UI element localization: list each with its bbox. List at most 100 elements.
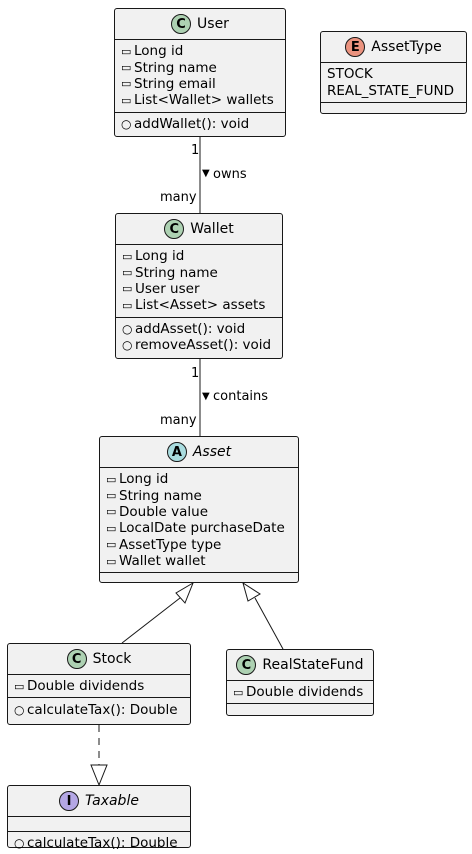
private-icon: ▭ xyxy=(106,538,117,552)
stock-attributes: ▭Double dividends xyxy=(8,675,190,699)
user-class[interactable]: C User ▭Long id ▭String name ▭String ema… xyxy=(114,8,286,137)
attribute-row: ▭Double value xyxy=(100,504,298,520)
attribute-text: List<Wallet> wallets xyxy=(134,92,274,109)
private-icon: ▭ xyxy=(122,266,133,280)
attribute-row: ▭User user xyxy=(116,281,282,297)
taxable-realization-arrowhead xyxy=(90,764,108,787)
stock-class-name: Stock xyxy=(92,651,132,667)
method-row: ○removeAsset(): void xyxy=(116,337,282,353)
public-icon: ○ xyxy=(121,116,132,131)
user-class-name: User xyxy=(197,16,229,32)
attribute-text: User user xyxy=(135,280,200,297)
asset-class-header: A Asset xyxy=(100,437,298,468)
attribute-row: ▭LocalDate purchaseDate xyxy=(100,520,298,536)
attribute-text: Double dividends xyxy=(246,684,364,701)
asset-class-name: Asset xyxy=(192,444,232,460)
attribute-row: ▭Double dividends xyxy=(227,684,373,700)
attribute-text: String name xyxy=(119,487,202,504)
attribute-row: ▭List<Asset> assets xyxy=(116,297,282,313)
attribute-row: ▭List<Wallet> wallets xyxy=(115,92,285,108)
owns-arrow-icon: ▼ xyxy=(202,168,210,179)
attribute-row: ▭String name xyxy=(116,264,282,281)
attribute-row: ▭String name xyxy=(100,487,298,504)
realstatefund-attributes: ▭Double dividends xyxy=(227,681,373,705)
taxable-interface-header: I Taxable xyxy=(8,786,190,817)
wallet-class[interactable]: C Wallet ▭Long id ▭String name ▭User use… xyxy=(115,213,283,359)
stock-class-header: C Stock xyxy=(8,644,190,675)
attribute-row: ▭Long id xyxy=(116,248,282,264)
wallet-class-header: C Wallet xyxy=(116,214,282,245)
realstatefund-empty-methods xyxy=(227,704,373,718)
attribute-text: Long id xyxy=(135,248,185,265)
class-stereotype-icon: C xyxy=(164,219,185,239)
stock-class[interactable]: C Stock ▭Double dividends ○calculateTax(… xyxy=(7,643,191,725)
public-icon: ○ xyxy=(122,321,133,336)
owns-multiplicity-one: 1 xyxy=(191,143,200,158)
assettype-enum[interactable]: E AssetType STOCK REAL_STATE_FUND xyxy=(320,31,467,114)
class-stereotype-icon: C xyxy=(236,655,257,675)
attribute-row: ▭String email xyxy=(115,76,285,92)
enum-value-row: REAL_STATE_FUND xyxy=(327,82,455,99)
contains-multiplicity-many: many xyxy=(160,413,197,428)
method-text: removeAsset(): void xyxy=(135,337,272,354)
attribute-row: ▭String name xyxy=(115,59,285,76)
realstatefund-inheritance-arrowhead xyxy=(242,581,261,602)
private-icon: ▭ xyxy=(106,521,117,535)
taxable-methods: ○calculateTax(): Double xyxy=(8,832,190,854)
abstract-stereotype-icon: A xyxy=(166,442,187,462)
asset-abstract-class[interactable]: A Asset ▭Long id ▭String name ▭Double va… xyxy=(99,436,299,583)
private-icon: ▭ xyxy=(121,93,132,107)
enum-value-row: STOCK xyxy=(327,66,373,83)
private-icon: ▭ xyxy=(233,685,244,699)
private-icon: ▭ xyxy=(14,679,25,693)
stock-inheritance-arrowhead xyxy=(175,581,195,604)
method-row: ○addWallet(): void xyxy=(115,116,285,132)
public-icon: ○ xyxy=(14,702,25,717)
assettype-values: STOCK REAL_STATE_FUND xyxy=(321,63,466,103)
attribute-text: Wallet wallet xyxy=(119,553,206,570)
asset-empty-methods xyxy=(100,573,298,587)
private-icon: ▭ xyxy=(106,554,117,568)
asset-attributes: ▭Long id ▭String name ▭Double value ▭Loc… xyxy=(100,468,298,574)
attribute-text: Long id xyxy=(134,43,184,60)
attribute-text: Long id xyxy=(119,471,169,488)
public-icon: ○ xyxy=(14,836,25,851)
private-icon: ▭ xyxy=(121,44,132,58)
contains-arrow-icon: ▼ xyxy=(202,391,210,402)
class-stereotype-icon: C xyxy=(171,14,192,34)
assettype-empty-section xyxy=(321,103,466,117)
attribute-text: String name xyxy=(134,59,217,76)
attribute-row: ▭Long id xyxy=(100,471,298,487)
attribute-row: ▭AssetType type xyxy=(100,537,298,553)
realstatefund-inheritance-line xyxy=(254,597,284,650)
private-icon: ▭ xyxy=(106,489,117,503)
private-icon: ▭ xyxy=(121,61,132,75)
attribute-text: String email xyxy=(134,75,216,92)
taxable-interface-name: Taxable xyxy=(85,793,139,809)
private-icon: ▭ xyxy=(122,298,133,312)
attribute-text: List<Asset> assets xyxy=(135,297,266,314)
taxable-interface[interactable]: I Taxable ○calculateTax(): Double xyxy=(7,785,191,851)
realstatefund-class[interactable]: C RealStateFund ▭Double dividends xyxy=(226,649,374,716)
method-text: addAsset(): void xyxy=(135,320,246,337)
interface-stereotype-icon: I xyxy=(59,791,80,811)
assettype-enum-header: E AssetType xyxy=(321,32,466,63)
attribute-text: Double value xyxy=(119,503,209,520)
method-row: ○addAsset(): void xyxy=(116,321,282,337)
method-row: ○calculateTax(): Double xyxy=(8,701,190,718)
attribute-text: Double dividends xyxy=(27,678,145,695)
stock-methods: ○calculateTax(): Double xyxy=(8,698,190,720)
wallet-class-name: Wallet xyxy=(190,221,234,237)
enum-stereotype-icon: E xyxy=(345,37,366,57)
private-icon: ▭ xyxy=(122,282,133,296)
assettype-enum-name: AssetType xyxy=(371,39,442,55)
method-text: calculateTax(): Double xyxy=(27,701,178,718)
taxable-empty-attributes xyxy=(8,817,190,832)
attribute-text: AssetType type xyxy=(119,536,222,553)
private-icon: ▭ xyxy=(106,505,117,519)
contains-multiplicity-one: 1 xyxy=(191,366,200,381)
contains-label: contains xyxy=(213,389,269,404)
method-text: addWallet(): void xyxy=(134,115,250,132)
class-stereotype-icon: C xyxy=(66,649,87,669)
